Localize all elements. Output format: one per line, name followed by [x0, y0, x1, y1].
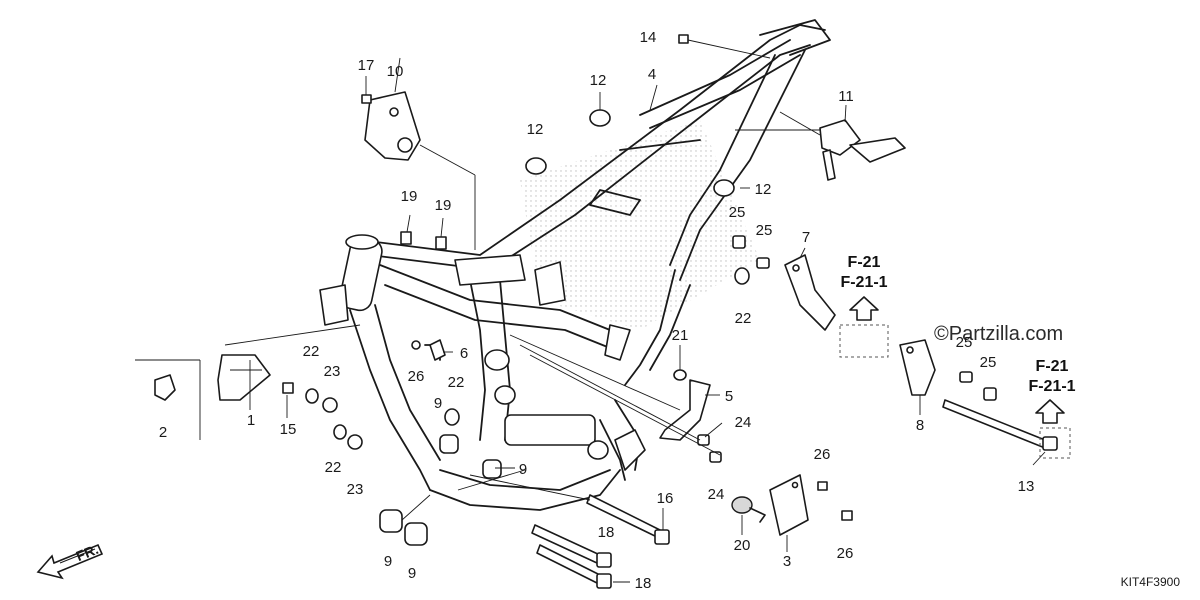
part-26-nut: [411, 340, 421, 350]
callout-18[interactable]: 18: [598, 524, 615, 541]
callout-25[interactable]: 25: [756, 222, 773, 239]
callout-8[interactable]: 8: [916, 417, 924, 434]
callout-2[interactable]: 2: [159, 424, 167, 441]
callout-12[interactable]: 12: [527, 121, 544, 138]
part-25-bolt: [732, 235, 770, 269]
callout-9[interactable]: 9: [408, 565, 416, 582]
part-6-clip: [429, 339, 446, 361]
callout-16[interactable]: 16: [657, 490, 674, 507]
part-2-clamp: [154, 374, 176, 401]
callout-20[interactable]: 20: [734, 537, 751, 554]
callout-26[interactable]: 26: [814, 446, 831, 463]
leader-lines: [224, 57, 1046, 583]
part-5-bracket: [659, 379, 711, 441]
part-8-bracket: [899, 339, 936, 396]
part-22-washer: [734, 267, 750, 285]
background-shading: [520, 120, 760, 330]
callout-25[interactable]: 25: [956, 334, 973, 351]
part-9-damper: [379, 434, 502, 546]
callout-4[interactable]: 4: [648, 66, 656, 83]
callout-21[interactable]: 21: [672, 327, 689, 344]
callout-22[interactable]: 22: [325, 459, 342, 476]
callout-15[interactable]: 15: [280, 421, 297, 438]
part-24-bolt: [697, 434, 710, 446]
ref-arrow-lower: [1035, 399, 1065, 424]
detail-box-lower: [1039, 427, 1071, 459]
part-7-bracket: [784, 254, 836, 331]
part-16-bolt: [586, 494, 670, 545]
part-13-bolt: [942, 399, 1058, 451]
brand-watermark: ©Partzilla.com: [934, 323, 1063, 345]
callout-labels: 17 10 14 4 12 12 12 11 25 25 7 22 19 19 …: [159, 29, 1035, 592]
part-23-washer: [322, 397, 363, 450]
part-14-bolt: [678, 34, 771, 59]
callout-6[interactable]: 6: [460, 345, 468, 362]
callout-13[interactable]: 13: [1018, 478, 1035, 495]
callout-26[interactable]: 26: [837, 545, 854, 562]
part-26-bolt: [841, 510, 853, 521]
callout-3[interactable]: 3: [783, 553, 791, 570]
part-24-bolt: [709, 451, 722, 463]
callout-25[interactable]: 25: [729, 204, 746, 221]
diagram-code: KIT4F3900: [1121, 575, 1181, 589]
part-25-bolt: [983, 387, 997, 401]
callout-24[interactable]: 24: [708, 486, 725, 503]
callout-7[interactable]: 7: [802, 229, 810, 246]
ref-lower-line2[interactable]: F-21-1: [1028, 378, 1075, 395]
callout-26[interactable]: 26: [408, 368, 425, 385]
callout-22[interactable]: 22: [303, 343, 320, 360]
callout-22[interactable]: 22: [735, 310, 752, 327]
part-3-plate: [769, 474, 809, 536]
callout-19[interactable]: 19: [401, 188, 418, 205]
callout-1[interactable]: 1: [247, 412, 255, 429]
callout-23[interactable]: 23: [324, 363, 341, 380]
callout-17[interactable]: 17: [358, 57, 375, 74]
front-direction-arrow: FR.: [36, 541, 104, 580]
callout-25[interactable]: 25: [980, 354, 997, 371]
callout-14[interactable]: 14: [640, 29, 657, 46]
part-20-sensor: [731, 496, 766, 523]
callout-12[interactable]: 12: [755, 181, 772, 198]
part-15-bolt: [282, 382, 294, 394]
part-26-bolt: [817, 481, 828, 491]
part-22-washer: [305, 388, 460, 440]
ref-upper-line1[interactable]: F-21: [848, 254, 881, 271]
ref-upper-line2[interactable]: F-21-1: [840, 274, 887, 291]
callout-19[interactable]: 19: [435, 197, 452, 214]
ref-lower-line1[interactable]: F-21: [1036, 358, 1069, 375]
callout-11[interactable]: 11: [838, 88, 854, 105]
part-17-bolt: [361, 76, 372, 104]
callout-24[interactable]: 24: [735, 414, 752, 431]
callout-5[interactable]: 5: [725, 388, 733, 405]
part-21-nut: [673, 369, 687, 381]
part-10-bracket: [364, 91, 421, 161]
callout-12[interactable]: 12: [590, 72, 607, 89]
callout-18[interactable]: 18: [635, 575, 652, 592]
detail-box-upper: [839, 324, 889, 358]
ref-arrow-upper: [849, 296, 879, 321]
part-25-bolt: [959, 371, 973, 383]
callout-23[interactable]: 23: [347, 481, 364, 498]
part-12-grommet: [525, 109, 735, 197]
part-11-latch: [779, 111, 906, 181]
callout-9[interactable]: 9: [384, 553, 392, 570]
direction-label: FR.: [74, 541, 101, 564]
part-18-bolt: [531, 524, 612, 589]
callout-10[interactable]: 10: [387, 63, 404, 80]
callout-9[interactable]: 9: [519, 461, 527, 478]
callout-22[interactable]: 22: [448, 374, 465, 391]
callout-9[interactable]: 9: [434, 395, 442, 412]
part-1-guard: [217, 354, 271, 401]
main-frame: [319, 19, 831, 511]
